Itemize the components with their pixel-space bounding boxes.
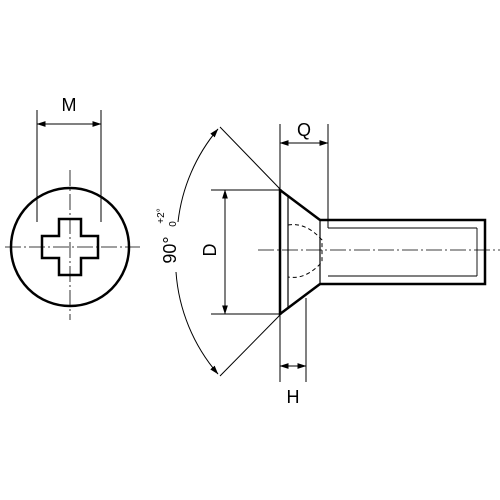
end-view: M	[5, 95, 140, 320]
m-label: M	[62, 95, 77, 115]
h-label: H	[287, 387, 300, 407]
angle-arc-lower	[175, 271, 219, 375]
head-circle	[9, 186, 131, 308]
angle-value: 90°	[160, 236, 180, 263]
angle-arc-upper	[177, 128, 219, 223]
angle-tolerance-upper: +2°	[156, 208, 167, 223]
q-label: Q	[297, 120, 311, 140]
shank-outline	[320, 218, 487, 286]
angle-extension-upper	[219, 126, 282, 191]
recess-hidden-line	[287, 224, 323, 278]
head-outline	[278, 187, 321, 317]
d-label: D	[200, 244, 220, 257]
angle-tolerance-lower: 0	[168, 221, 179, 227]
angle-extension-lower	[219, 313, 282, 377]
angle-label-group: 90° +2° 0	[156, 208, 180, 263]
side-view: D Q H 90° +2° 0	[156, 120, 500, 407]
phillips-cross-icon	[40, 217, 100, 277]
